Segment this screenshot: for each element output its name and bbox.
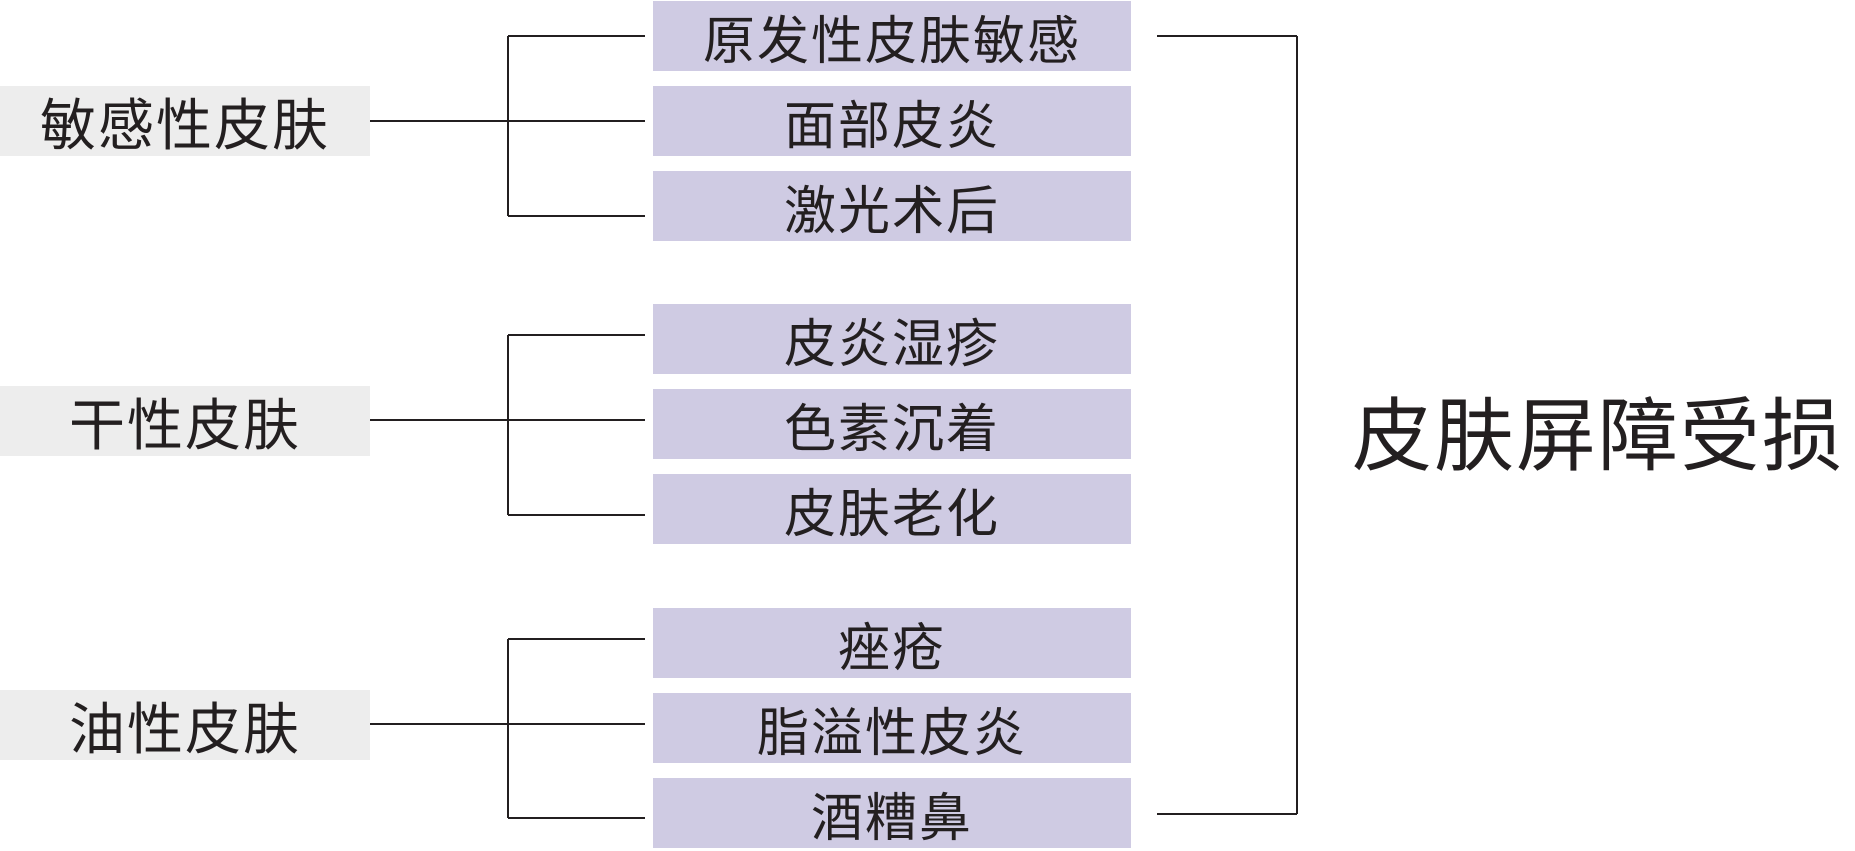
group-label-sensitive-skin: 敏感性皮肤 [0, 86, 370, 159]
item-box: 色素沉着 [653, 389, 1131, 460]
item-box: 皮炎湿疹 [653, 304, 1131, 375]
item-box: 面部皮炎 [653, 86, 1131, 157]
item-box: 脂溢性皮炎 [653, 693, 1131, 764]
group-label-dry-skin: 干性皮肤 [0, 386, 370, 459]
item-box: 原发性皮肤敏感 [653, 1, 1131, 72]
item-box: 激光术后 [653, 171, 1131, 242]
group-label-oily-skin: 油性皮肤 [0, 690, 370, 763]
item-box: 皮肤老化 [653, 474, 1131, 545]
item-box: 酒糟鼻 [653, 778, 1131, 849]
result-label: 皮肤屏障受损 [1352, 390, 1844, 483]
item-box: 痤疮 [653, 608, 1131, 679]
